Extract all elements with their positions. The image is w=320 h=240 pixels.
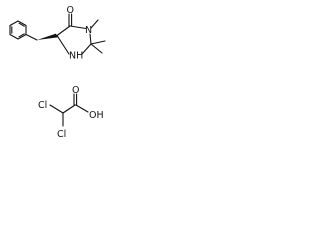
chemical-structure-canvas: O N NH Cl Cl O OH xyxy=(0,0,128,146)
dichloroacetic-acid-labels: Cl Cl O OH xyxy=(38,85,104,140)
carbonyl-oxygen-label: O xyxy=(67,5,74,16)
ring-bond-n1-c5 xyxy=(56,34,70,55)
dichloroacetic-acid-molecule xyxy=(49,93,89,127)
ring-nitrogen-label: N xyxy=(85,25,92,36)
hydroxyl-label: OH xyxy=(89,110,104,121)
chloro-lower-label: Cl xyxy=(57,129,66,140)
ring-bond-c2-n1 xyxy=(81,43,92,55)
chloro-upper-label: Cl xyxy=(38,100,47,111)
carbon-carbon-bond xyxy=(62,104,76,114)
ring-bond-c4-n3 xyxy=(69,25,87,30)
gem-methyl-bond-2 xyxy=(90,43,103,54)
ring-bond-n3-c2 xyxy=(89,33,92,45)
imidazolidinone-molecule xyxy=(9,13,106,55)
stereo-wedge-bond xyxy=(37,33,58,40)
benzene-ring xyxy=(9,20,27,40)
imidazolidinone-labels: O N NH xyxy=(67,5,93,62)
chloro-bond-upper xyxy=(49,104,64,114)
acid-oxygen-label: O xyxy=(72,85,79,96)
ring-bond-c4-c5 xyxy=(56,25,71,37)
benzyl-bond-ring xyxy=(25,33,38,41)
hydroxyl-bond xyxy=(75,104,89,113)
ring-nh-label: NH xyxy=(69,51,83,62)
gem-methyl-bond-1 xyxy=(90,40,106,45)
structure-drawing: O N NH Cl Cl O OH xyxy=(9,5,106,140)
n-methyl-bond xyxy=(90,19,99,29)
